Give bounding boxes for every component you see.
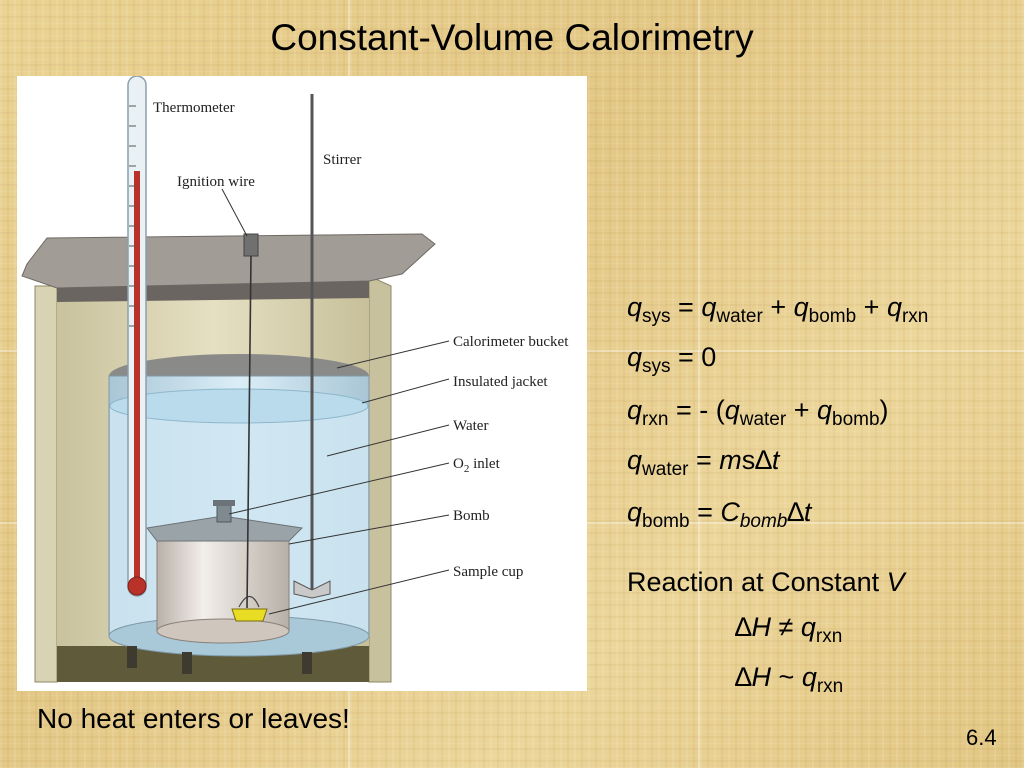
label-insulated-jacket: Insulated jacket	[453, 374, 548, 390]
label-stirrer: Stirrer	[323, 152, 361, 168]
label-ignition-wire: Ignition wire	[177, 174, 255, 190]
label-water: Water	[453, 418, 488, 434]
reaction-heading: Reaction at Constant V	[627, 567, 905, 597]
equation-dh-approx: ∆H ~ qrxn	[735, 662, 844, 697]
equation-dh-not-equal: ∆H ≠ qrxn	[735, 612, 843, 647]
equation-qsys-sum: qsys = qwater + qbomb + qrxn	[627, 292, 929, 327]
page-number: 6.4	[966, 725, 997, 750]
bomb-lid	[146, 515, 304, 542]
equation-qsys-zero: qsys = 0	[627, 342, 717, 377]
bg-gridline	[698, 0, 700, 768]
calorimeter-illustration: Thermometer Stirrer Ignition wire Calori…	[21, 76, 569, 683]
jacket-left-wall	[34, 285, 58, 683]
jacket-lid	[21, 233, 436, 289]
equation-qwater: qwater = ms∆t	[627, 445, 780, 480]
label-calorimeter-bucket: Calorimeter bucket	[453, 334, 569, 350]
thermometer-bulb	[127, 576, 147, 596]
slide-title: Constant-Volume Calorimetry	[270, 17, 754, 58]
thermometer-column	[134, 171, 140, 586]
label-sample-cup: Sample cup	[453, 564, 523, 580]
equation-qrxn: qrxn = - (qwater + qbomb)	[627, 395, 889, 430]
label-thermometer: Thermometer	[153, 100, 235, 116]
ignition-connector	[243, 233, 259, 257]
calorimeter-diagram: Thermometer Stirrer Ignition wire Calori…	[17, 76, 587, 691]
water-surface	[109, 388, 369, 424]
ignition-wire	[246, 255, 252, 609]
footer-note: No heat enters or leaves!	[37, 703, 350, 734]
sample-cup	[231, 608, 268, 622]
bomb-bottom	[156, 618, 290, 644]
label-o2-inlet: O2 inlet	[453, 456, 501, 475]
equation-qbomb: qbomb = Cbomb∆t	[627, 497, 812, 532]
stirrer-paddle	[293, 580, 331, 599]
bomb-body	[156, 530, 290, 632]
label-bomb: Bomb	[453, 508, 490, 524]
o2-valve	[216, 503, 232, 523]
